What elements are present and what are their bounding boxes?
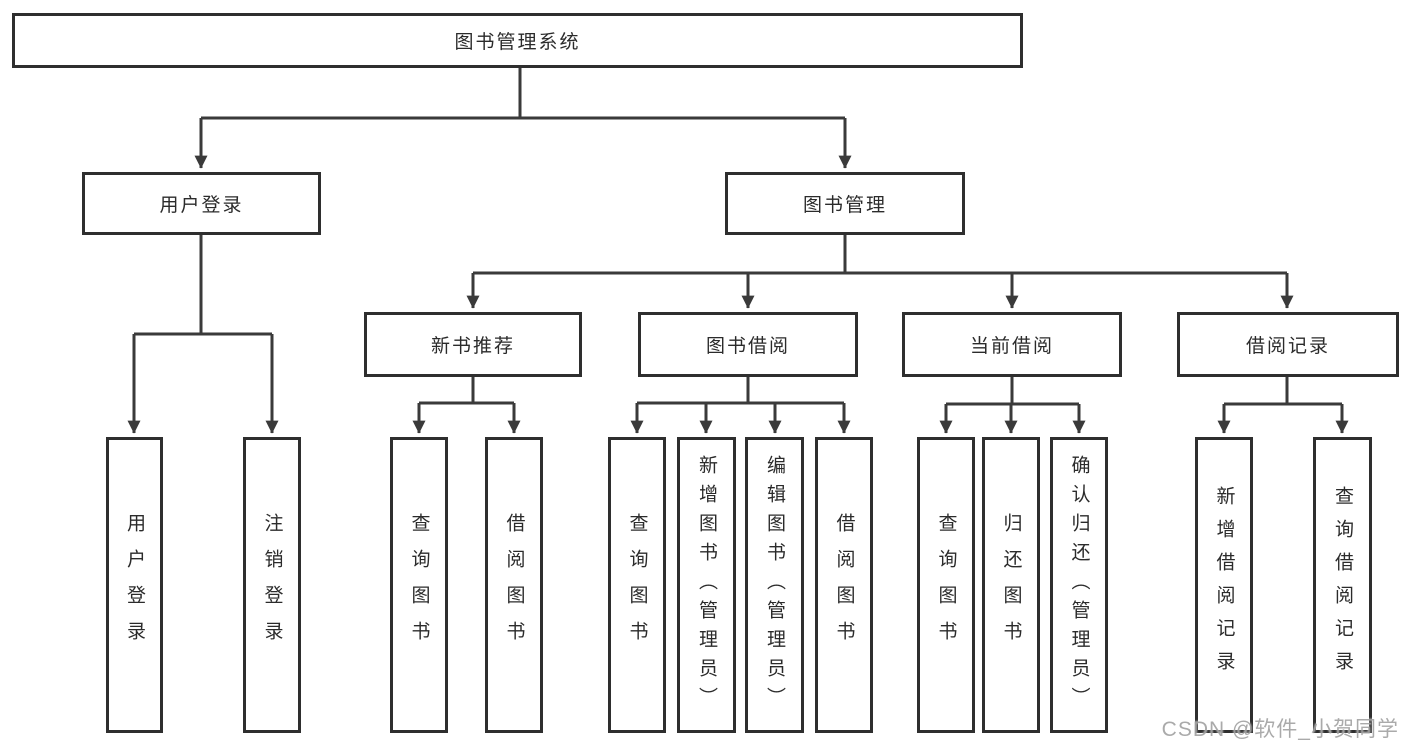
node-book-borrowing: 图书借阅 [638,312,858,377]
leaf-query-books-recommend: 查询图书 [390,437,448,733]
watermark: CSDN @软件_小贺同学 [1161,718,1399,741]
node-current-borrowing: 当前借阅 [902,312,1122,377]
node-borrow-records: 借阅记录 [1177,312,1399,377]
leaf-user-login: 用户登录 [106,437,163,733]
leaf-query-books-current: 查询图书 [917,437,975,733]
leaf-logout: 注销登录 [243,437,301,733]
node-book-management: 图书管理 [725,172,965,235]
node-new-book-recommendation: 新书推荐 [364,312,582,377]
leaf-add-book-admin: 新增图书（管理员） [677,437,736,733]
node-user-login: 用户登录 [82,172,321,235]
leaf-add-borrow-record: 新增借阅记录 [1195,437,1253,733]
leaf-query-borrow-record: 查询借阅记录 [1313,437,1372,733]
leaf-query-books-borrowing: 查询图书 [608,437,666,733]
leaf-confirm-return-admin: 确认归还（管理员） [1050,437,1108,733]
leaf-edit-book-admin: 编辑图书（管理员） [745,437,804,733]
node-library-management-system: 图书管理系统 [12,13,1023,68]
leaf-return-books: 归还图书 [982,437,1040,733]
leaf-borrow-books: 借阅图书 [815,437,873,733]
leaf-borrow-books-recommend: 借阅图书 [485,437,543,733]
